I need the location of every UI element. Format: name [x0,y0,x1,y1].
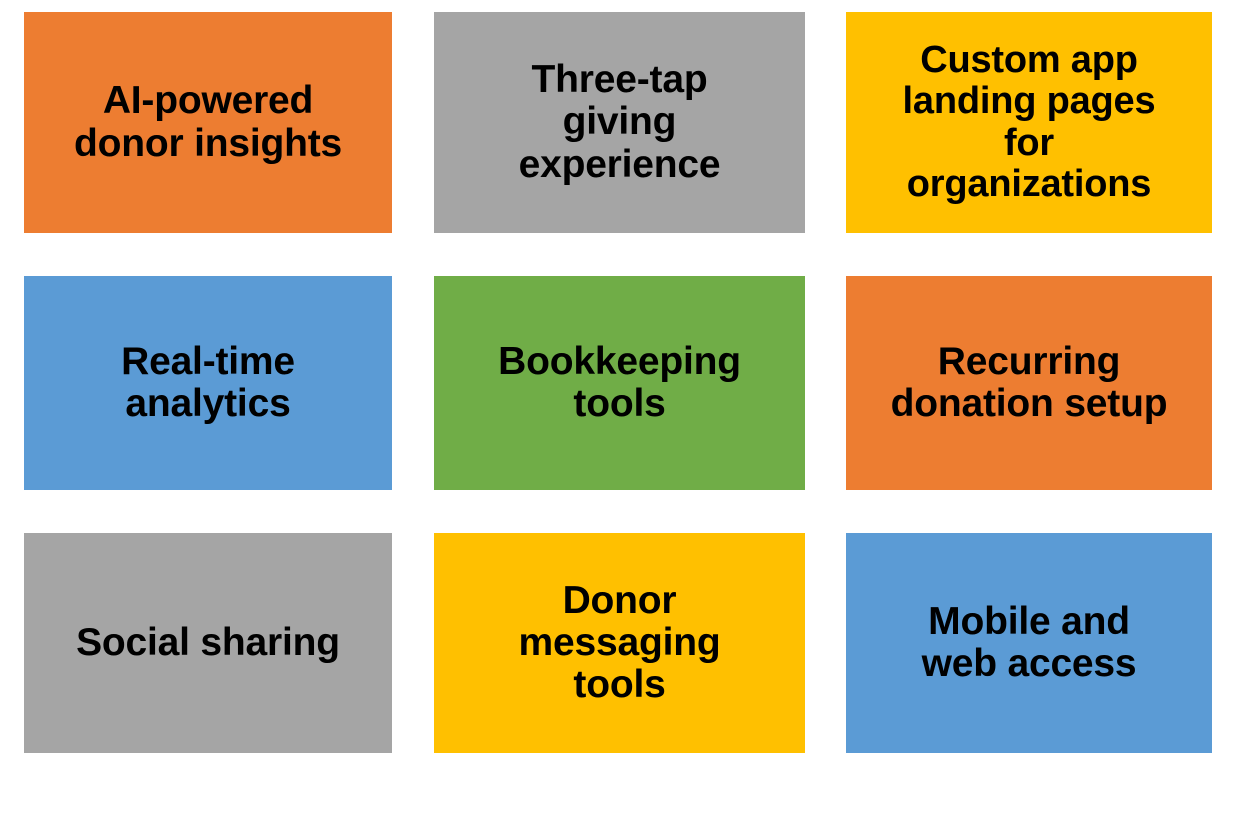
tile-social-sharing[interactable]: Social sharing [24,533,392,753]
tile-custom-app-landing-pages-for-organizations[interactable]: Custom app landing pages for organizatio… [846,12,1212,233]
tile-mobile-and-web-access[interactable]: Mobile and web access [846,533,1212,753]
tile-label: Bookkeeping tools [498,339,741,425]
tile-label: Three-tap giving experience [518,58,721,186]
tile-bookkeeping-tools[interactable]: Bookkeeping tools [434,276,805,490]
tile-three-tap-giving-experience[interactable]: Three-tap giving experience [434,12,805,233]
tile-donor-messaging-tools[interactable]: Donor messaging tools [434,533,805,753]
tile-ai-powered-donor-insights[interactable]: AI-powered donor insights [24,12,392,233]
tile-real-time-analytics[interactable]: Real-time analytics [24,276,392,490]
tile-label: AI-powered donor insights [73,79,342,165]
tile-label: Social sharing [76,620,340,664]
tile-label: Mobile and web access [921,599,1137,685]
tile-label: Recurring donation setup [890,339,1168,425]
tile-label: Custom app landing pages for organizatio… [902,39,1156,205]
tile-label: Donor messaging tools [518,578,721,707]
tile-recurring-donation-setup[interactable]: Recurring donation setup [846,276,1212,490]
tile-label: Real-time analytics [121,339,295,425]
